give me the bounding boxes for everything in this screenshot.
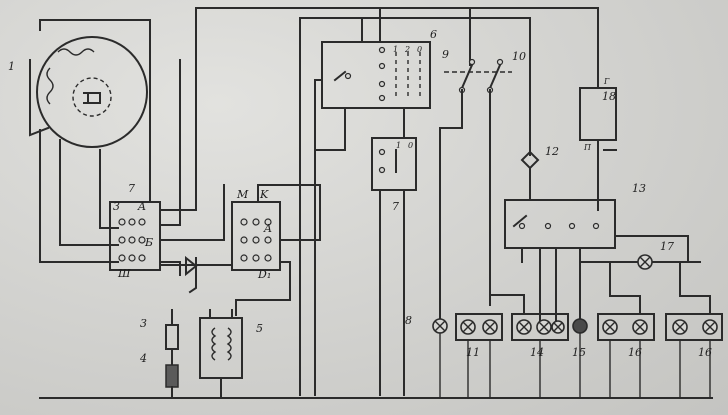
label-16-right: 16 — [698, 346, 712, 359]
label-15: 15 — [572, 346, 586, 359]
term-M: M — [236, 188, 249, 201]
switch-6 — [314, 41, 431, 396]
label-17: 17 — [660, 240, 674, 253]
lamp-pair-11 — [455, 313, 503, 399]
label-9: 9 — [442, 48, 449, 61]
fuse — [165, 364, 179, 399]
relay-block — [223, 184, 321, 316]
term-relay-A: A — [263, 222, 272, 235]
lamp-15 — [572, 304, 588, 399]
lamp-pair-16 — [597, 261, 655, 399]
resistor — [165, 309, 179, 366]
lamp-pair-14 — [489, 294, 569, 399]
label-16: 16 — [628, 346, 642, 359]
regulator-block — [109, 201, 225, 276]
label-12: 12 — [545, 145, 559, 158]
label-14: 14 — [530, 346, 544, 359]
label-2: 7 — [128, 182, 135, 195]
term-K: K — [259, 188, 269, 201]
term-3: 3 — [113, 200, 120, 213]
switch-7 — [371, 137, 417, 396]
lamp-8 — [432, 318, 448, 399]
wire — [314, 107, 346, 151]
sw6-pos1: 1 — [393, 45, 398, 54]
label-11: 11 — [466, 346, 480, 359]
sw7-pos0: 0 — [408, 141, 413, 150]
bat-neg: П — [583, 143, 592, 152]
lamp-pair-16-right — [665, 261, 723, 399]
distributor — [504, 199, 689, 321]
label-18: 18 — [602, 90, 616, 103]
label-10: 10 — [512, 50, 526, 63]
label-6: 6 — [430, 28, 437, 41]
switch-9-10 — [439, 58, 512, 321]
label-7b: 7 — [392, 200, 399, 213]
term-Sh: Ш — [117, 267, 131, 280]
sw6-pos0: 0 — [417, 45, 422, 54]
generator — [29, 19, 181, 263]
horn — [520, 17, 540, 201]
bat-pos: Г — [603, 77, 610, 86]
label-5: 5 — [256, 322, 263, 335]
term-B: Б — [144, 236, 153, 249]
sw6-pos2: 2 — [404, 45, 410, 54]
sw7-pos1: 1 — [396, 141, 401, 150]
label-13: 13 — [632, 182, 646, 195]
lamp-17 — [579, 254, 701, 270]
label-3: 3 — [140, 317, 147, 330]
term-D: D₁ — [257, 268, 271, 281]
relay-coil — [199, 309, 243, 399]
label-8: 8 — [405, 314, 412, 327]
label-1: 1 — [8, 60, 15, 73]
second-bus — [299, 17, 531, 396]
term-A: A — [137, 200, 146, 213]
diode — [159, 255, 233, 294]
label-4: 4 — [139, 352, 147, 365]
